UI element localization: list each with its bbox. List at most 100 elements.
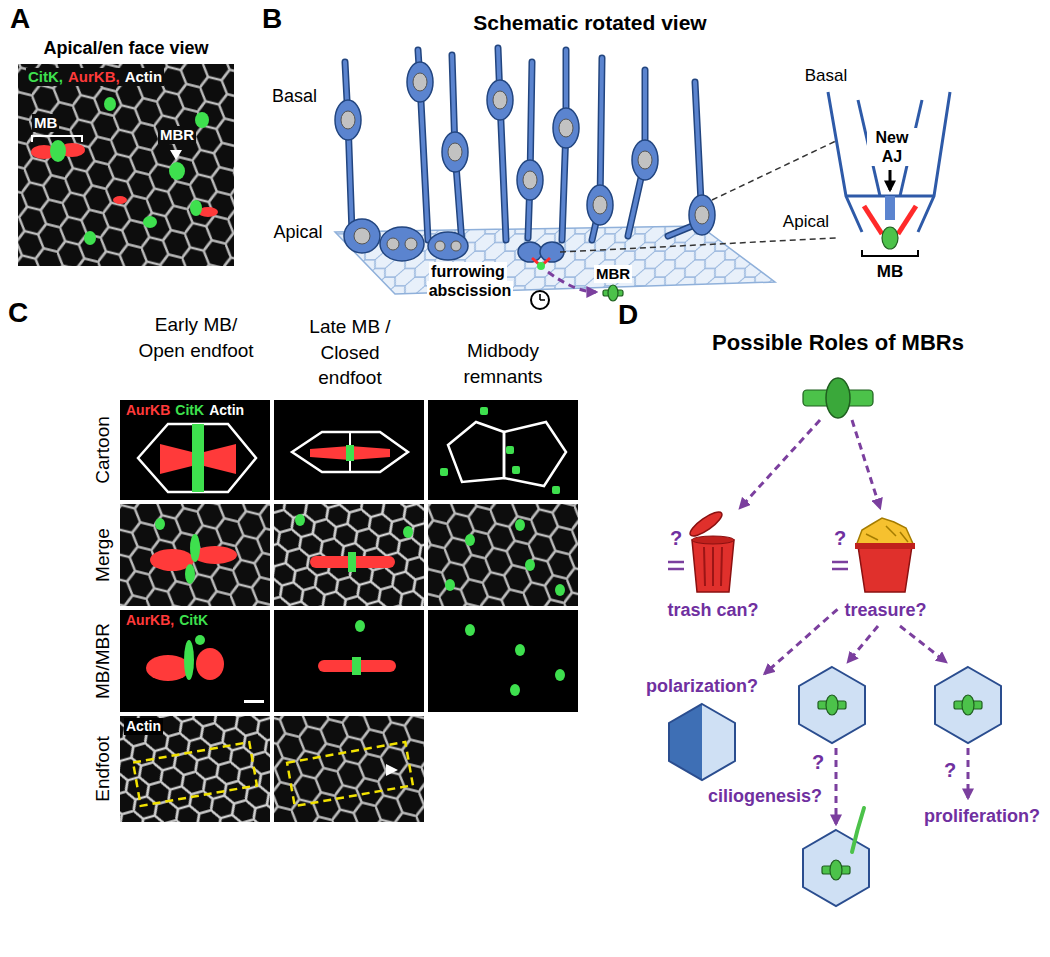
radial-glia-cells-part: [335, 100, 361, 140]
cell-hexagons-part: [962, 695, 974, 715]
panel-title: Schematic rotated view: [473, 10, 706, 35]
radial-glia-cells-part: [354, 228, 370, 244]
midbody-micrographs-part: [355, 620, 365, 632]
trash-can-icon-part: [704, 547, 722, 586]
radial-glia-cells-part: [518, 242, 542, 262]
channel-label: CitK: [175, 402, 204, 419]
cartoon-panels-part: [428, 400, 578, 500]
apical-surface-part: [335, 226, 775, 294]
midbody-micrographs-part: [120, 610, 270, 712]
axis-label: Basal: [805, 66, 848, 86]
micrograph-a-part: [195, 112, 209, 128]
role-label: polarization?: [646, 676, 758, 698]
radial-glia-cells-part: [407, 62, 433, 102]
cell-hexagons-part: [669, 704, 735, 780]
role-arrows-part: [900, 626, 946, 662]
trash-can-icon-part: [692, 540, 734, 592]
trash-can-icon-part: [692, 536, 734, 544]
endfoot-inset-part: [918, 92, 950, 232]
panel-title: Apical/en face view: [43, 38, 208, 60]
role-arrows-part: [835, 748, 838, 824]
endfoot-inset-part: [828, 92, 862, 232]
radial-glia-cells-part: [548, 272, 596, 292]
micrograph-a-part: [18, 64, 234, 266]
cell-hexagons-part: [826, 695, 838, 715]
micrograph-panel: CitK,AurKB,ActinMBMBR: [18, 64, 234, 266]
merge-micrographs-part: [274, 504, 424, 606]
structure-label: New AJ: [867, 128, 917, 166]
treasure-bucket-icon-part: [855, 543, 915, 549]
axis-label: Apical: [273, 222, 322, 244]
merge-micrographs-part: [155, 518, 165, 530]
channel-label: CitK: [179, 612, 208, 629]
cartoon-panels-part: [504, 422, 566, 486]
dashed-arrow: [765, 609, 838, 673]
radial-glia-cells-part: [593, 196, 607, 214]
cartoon-panels-part: [138, 424, 256, 492]
cartoon-panels-part: [448, 422, 504, 482]
midbody-micrographs-part: [184, 640, 194, 680]
merge-micrographs-part: [465, 534, 475, 546]
panel-letter: B: [262, 2, 282, 36]
merge-micrographs-part: [525, 559, 535, 571]
radial-glia-cells-part: [695, 206, 709, 224]
merge-micrographs: [120, 504, 578, 606]
cartoon-panels-part: [440, 468, 448, 476]
panel-title: Possible Roles of MBRs: [712, 330, 964, 356]
channel-label: MBR: [158, 126, 196, 144]
cartoon-panels-part: [192, 424, 204, 492]
apical-surface-part: [335, 226, 775, 294]
channel-label-row: AurKBCitKActin: [124, 402, 246, 419]
radial-glia-cells-part: [493, 91, 507, 109]
question-mark: ?: [944, 758, 956, 782]
radial-glia-cells: [335, 48, 715, 309]
radial-glia-cells-part: [553, 108, 579, 148]
merge-micrographs-part: [120, 504, 270, 606]
radial-glia-cells-part: [380, 227, 424, 261]
endfoot-inset-part: [882, 227, 898, 249]
trash-can-node: trash can?: [663, 512, 762, 622]
row-label: Endfoot: [92, 736, 115, 802]
micrograph-a-part: [18, 64, 234, 266]
radial-glia-cells-part: [528, 62, 532, 238]
cell-hexagons-part: [830, 860, 842, 880]
micrograph-a-part: [143, 216, 157, 228]
cell-hexagons-part: [935, 667, 1001, 743]
channel-label: AurKB,: [126, 612, 174, 629]
merge-micrographs-part: [428, 504, 578, 606]
micrograph-panel: Actin: [120, 716, 270, 822]
radial-glia-cells-part: [451, 241, 461, 251]
micrograph-a-part: [113, 196, 127, 204]
cell-hexagons: [669, 667, 1001, 906]
zoom-lines: [560, 140, 838, 252]
role-label: treasure?: [844, 600, 926, 622]
zoom-lines-part: [712, 140, 838, 200]
merge-micrographs-part: [295, 514, 305, 526]
cell-hexagons-part: [852, 808, 864, 852]
role-arrows: [668, 420, 968, 824]
micrograph-a-part: [169, 162, 185, 180]
endfoot-micrographs-part: [133, 742, 257, 806]
treasure-bucket-icon-part: [858, 546, 912, 592]
cell-hexagons-part: [803, 830, 869, 906]
radial-glia-cells-part: [448, 143, 462, 161]
role-arrows-part: [967, 748, 970, 798]
role-arrows-part: [740, 420, 820, 508]
radial-glia-cells-part: [559, 119, 573, 137]
structure-label: MB: [877, 262, 903, 282]
midbody-micrographs-part: [428, 610, 578, 712]
panel-letter: A: [10, 2, 30, 36]
polarized-cell-node: polarization?: [642, 676, 762, 782]
endfoot-inset-part: [898, 206, 916, 234]
radial-glia-cells-part: [587, 185, 613, 225]
midbody-micrographs-part: [555, 669, 565, 681]
endfoot-micrographs-part: [287, 742, 413, 806]
cartoon-panels-part: [512, 466, 520, 474]
axis-label: Basal: [272, 86, 317, 108]
midbody-micrographs-part: [352, 657, 361, 675]
cartoon-panels-part: [346, 445, 354, 461]
radial-glia-cells-part: [345, 62, 352, 232]
midbody-micrographs-part: [510, 684, 520, 696]
axis-label: Apical: [783, 212, 829, 232]
micrograph-a-part: [104, 97, 116, 111]
